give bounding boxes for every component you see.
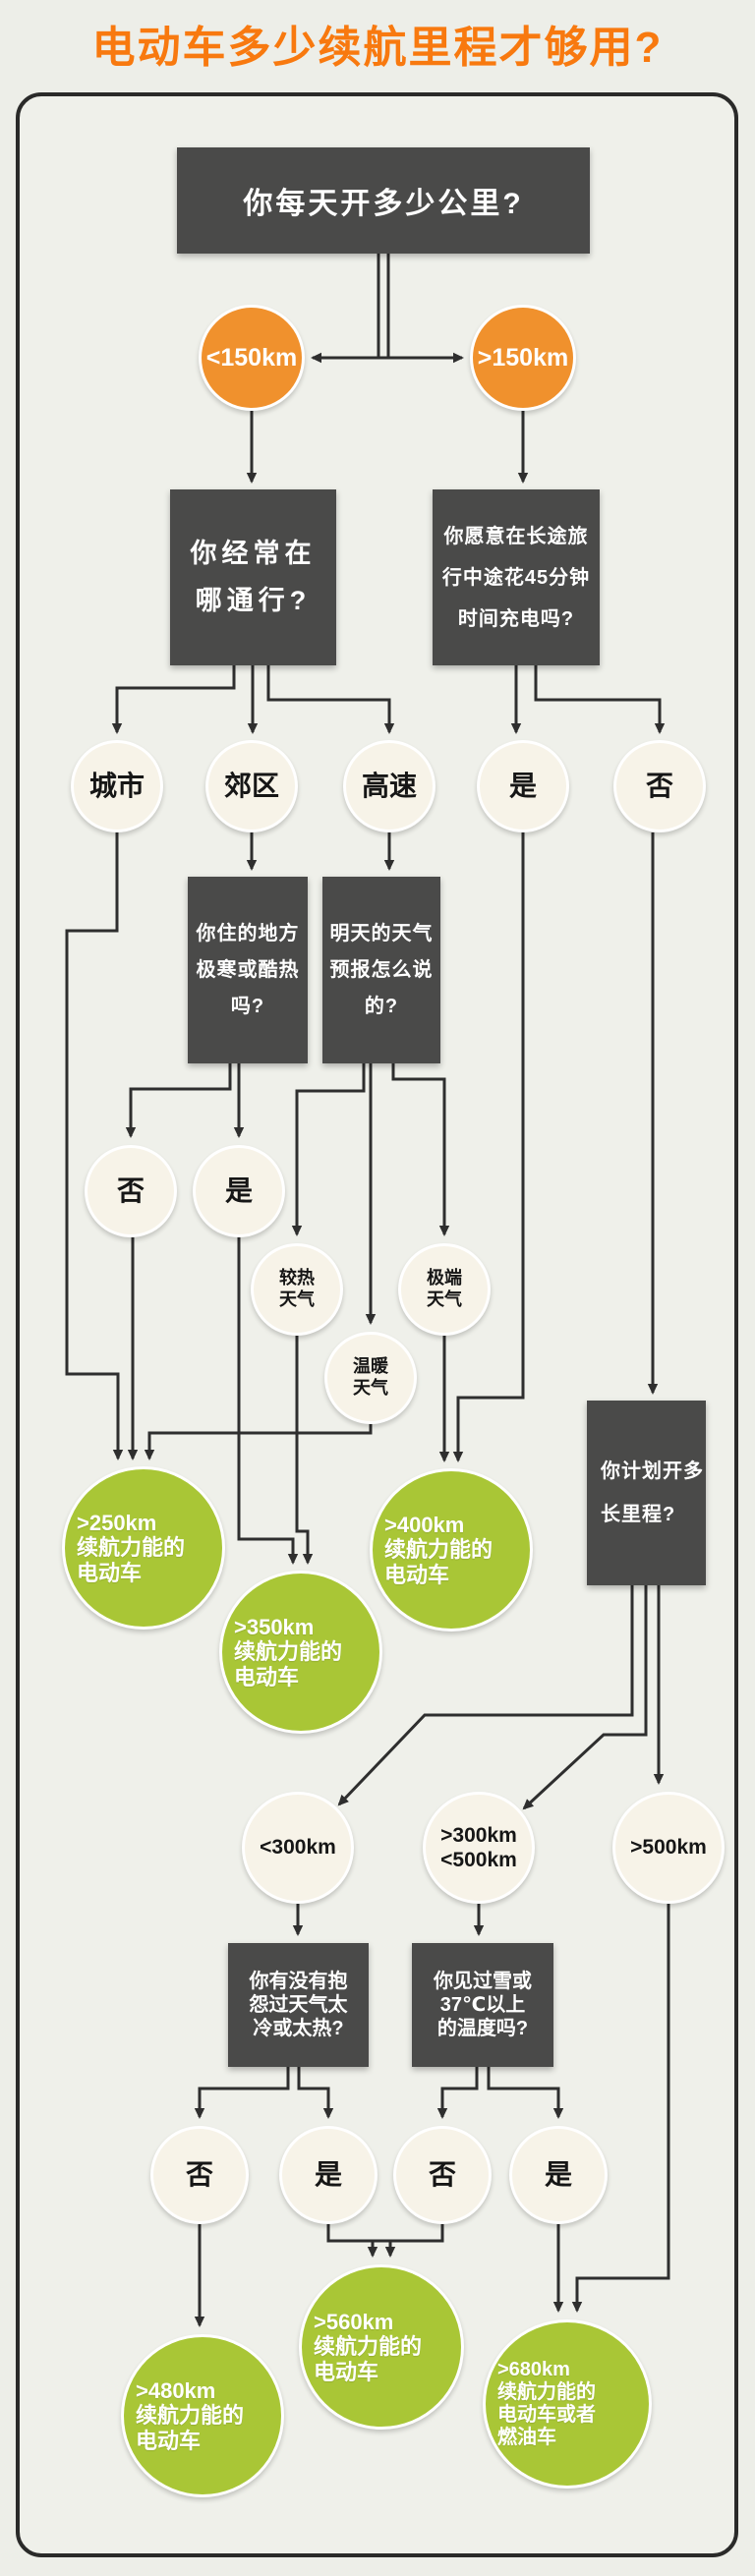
circle-fill: >150km [473,308,573,408]
circle-fill: 城市 [74,743,160,830]
node-label: 极端 天气 [427,1268,462,1309]
node-question-charge-45min: 你愿意在长途旅 行中途花45分钟 时间充电吗? [433,489,600,665]
circle-fill: >400km 续航力能的 电动车 [373,1471,530,1629]
node-option-suburb: 郊区 [205,740,298,832]
circle-fill: 温暖 天气 [327,1335,414,1421]
node-label: 否 [116,1175,145,1207]
node-label: 你有没有抱 怨过天气太 冷或太热? [249,1971,348,2039]
node-question-complain-weather: 你有没有抱 怨过天气太 冷或太热? [228,1943,369,2067]
node-label: 是 [224,1175,253,1207]
circle-fill: 否 [87,1148,174,1234]
circle-fill: 极端 天气 [401,1246,488,1333]
node-label: 温暖 天气 [353,1356,388,1398]
node-label: 是 [544,2159,572,2191]
node-label: 明天的天气 预报怎么说 的? [329,922,434,1017]
circle-fill: 否 [616,743,703,830]
node-question-extreme-climate: 你住的地方 极寒或酷热 吗? [188,877,308,1063]
node-label: >350km 续航力能的 电动车 [234,1614,343,1689]
circle-fill: >480km 续航力能的 电动车 [124,2337,281,2494]
node-label: 你见过雪或 37℃以上 的温度吗? [434,1971,532,2039]
node-label: 否 [645,771,673,802]
circle-fill: >680km 续航力能的 电动车或者 燃油车 [486,2322,649,2486]
node-label: >300km <500km [440,1823,517,1871]
circle-fill: 是 [512,2129,605,2221]
node-label: 你每天开多少公里? [243,188,524,220]
node-label: 是 [314,2159,342,2191]
circle-fill: 郊区 [208,743,295,830]
node-result-ev-680km-or-gas: >680km 续航力能的 电动车或者 燃油车 [483,2319,652,2489]
node-option-city: 城市 [71,740,163,832]
node-label: >560km 续航力能的 电动车 [314,2309,423,2384]
node-result-ev-250km: >250km 续航力能的 电动车 [62,1466,225,1630]
node-option-gt500km: >500km [612,1792,725,1904]
node-option-no-snow: 否 [393,2126,492,2224]
node-option-highway: 高速 [343,740,436,832]
node-label: <150km [205,344,298,372]
circle-fill: 否 [153,2129,246,2221]
node-question-where-drive: 你经常在 哪通行? [170,489,336,665]
node-label: >680km 续航力能的 电动车或者 燃油车 [497,2358,596,2449]
node-question-weather-forecast: 明天的天气 预报怎么说 的? [322,877,440,1063]
node-option-lt150km: <150km [199,305,305,411]
node-label: 你住的地方 极寒或酷热 吗? [196,922,300,1017]
node-question-snow-37c: 你见过雪或 37℃以上 的温度吗? [412,1943,553,2067]
circle-fill: 是 [282,2129,375,2221]
node-option-hot-weather: 较热 天气 [251,1243,343,1336]
node-option-300-500km: >300km <500km [423,1792,535,1904]
circle-fill: >500km [615,1795,722,1901]
node-label: >500km [630,1836,707,1860]
circle-fill: 否 [396,2129,489,2221]
node-option-no-complain: 否 [150,2126,249,2224]
node-label: 你计划开多 长里程? [601,1460,704,1525]
node-label: 较热 天气 [279,1268,315,1309]
circle-fill: <150km [202,308,302,408]
node-question-trip-distance: 你计划开多 长里程? [587,1401,706,1585]
node-option-warm-weather: 温暖 天气 [324,1332,417,1424]
page-title: 电动车多少续航里程才够用? [91,24,664,72]
node-option-yes-charge: 是 [477,740,569,832]
circle-fill: <300km [245,1795,351,1901]
node-label: >400km 续航力能的 电动车 [384,1512,494,1587]
node-label: 郊区 [223,771,279,802]
node-option-extreme-weather: 极端 天气 [398,1243,491,1336]
node-label: >480km 续航力能的 电动车 [136,2377,245,2453]
node-label: 高速 [361,771,417,802]
node-label: >150km [477,344,569,372]
node-option-no-charge: 否 [613,740,706,832]
node-label: 否 [428,2159,456,2191]
node-option-yes-extreme-climate: 是 [193,1145,285,1237]
circle-fill: 是 [196,1148,282,1234]
node-result-ev-400km: >400km 续航力能的 电动车 [370,1468,533,1631]
node-label: 你愿意在长途旅 行中途花45分钟 时间充电吗? [441,525,591,630]
circle-fill: 高速 [346,743,433,830]
node-question-daily-km: 你每天开多少公里? [177,147,590,254]
circle-fill: 较热 天气 [254,1246,340,1333]
node-result-ev-350km: >350km 续航力能的 电动车 [219,1571,382,1734]
node-label: >250km 续航力能的 电动车 [77,1510,186,1585]
node-result-ev-480km: >480km 续航力能的 电动车 [121,2334,284,2497]
node-label: <300km [260,1836,336,1860]
node-option-gt150km: >150km [470,305,576,411]
node-label: 是 [508,771,537,802]
node-label: 你经常在 哪通行? [190,539,317,615]
circle-fill: >250km 续航力能的 电动车 [65,1469,222,1627]
node-option-no-extreme-climate: 否 [85,1145,177,1237]
circle-fill: >300km <500km [426,1795,532,1901]
node-option-yes-complain: 是 [279,2126,378,2224]
circle-fill: 是 [480,743,566,830]
node-label: 否 [185,2159,213,2191]
node-result-ev-560km: >560km 续航力能的 电动车 [299,2264,464,2430]
node-label: 城市 [88,771,145,802]
node-option-lt300km: <300km [242,1792,354,1904]
circle-fill: >350km 续航力能的 电动车 [222,1574,379,1731]
circle-fill: >560km 续航力能的 电动车 [302,2267,461,2427]
node-option-yes-snow: 是 [509,2126,608,2224]
flowchart-card [16,92,738,2557]
